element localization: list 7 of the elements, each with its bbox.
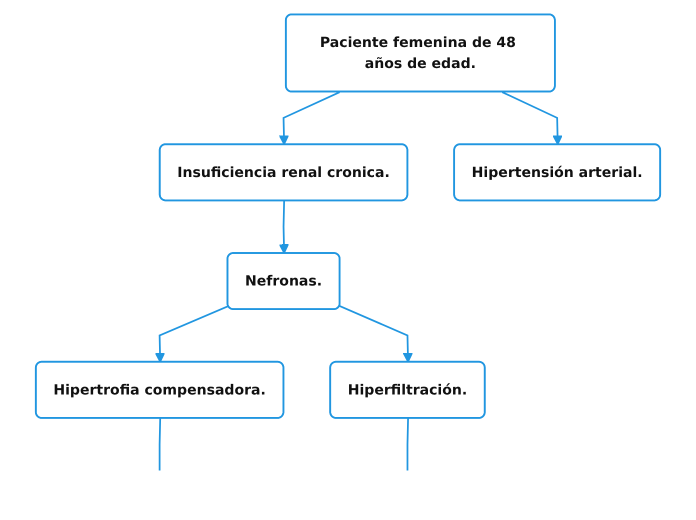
connector (158, 418, 162, 471)
arrow (278, 200, 290, 254)
arrow (278, 91, 340, 146)
arrow (154, 305, 229, 363)
arrow (339, 305, 413, 363)
arrow (502, 91, 563, 146)
connector (406, 418, 409, 471)
